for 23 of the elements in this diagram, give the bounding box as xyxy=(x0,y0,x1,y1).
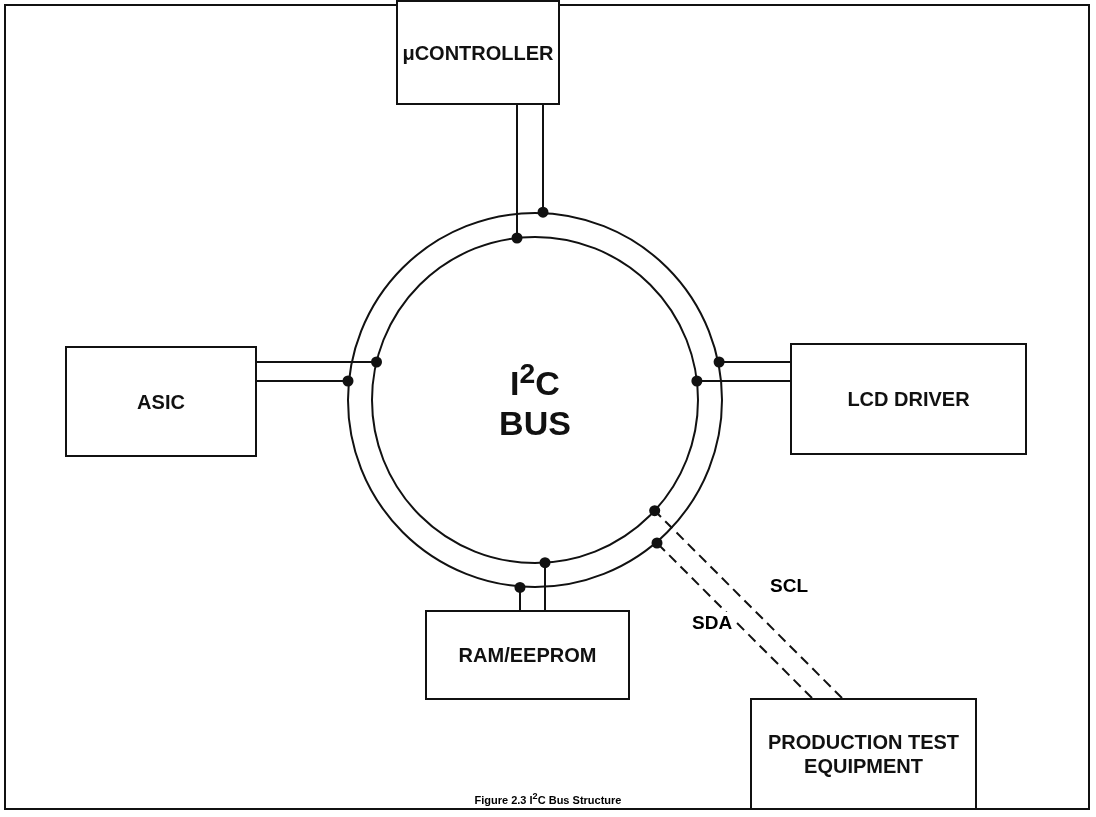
dashed-bus-line xyxy=(651,537,813,699)
bus-line xyxy=(537,104,549,218)
device-box xyxy=(425,610,630,700)
figure-caption: Figure 2.3 I$^{2}$C Bus Structure xyxy=(474,794,622,806)
node-label: μCONTROLLER xyxy=(402,40,554,65)
bus-line xyxy=(539,557,551,611)
bus-line xyxy=(514,581,526,611)
device-box xyxy=(750,698,977,810)
device-box xyxy=(65,346,257,457)
bus-line xyxy=(256,375,354,387)
bus-line xyxy=(511,104,523,244)
bus-line xyxy=(256,356,382,368)
node-label: RAM/EEPROM xyxy=(458,643,597,667)
bus-ring xyxy=(347,212,723,588)
dashed-bus-line xyxy=(649,505,843,699)
node-label: PRODUCTION TEST EQUIPMENT xyxy=(766,730,961,778)
bus-line xyxy=(713,356,791,368)
node-label: LCD DRIVER xyxy=(847,387,970,411)
node-label: I$^{2}$C BUS xyxy=(498,357,572,443)
bus-line xyxy=(691,375,791,387)
device-box xyxy=(790,343,1027,455)
node-label: ASIC xyxy=(137,389,185,414)
device-box xyxy=(396,0,560,105)
